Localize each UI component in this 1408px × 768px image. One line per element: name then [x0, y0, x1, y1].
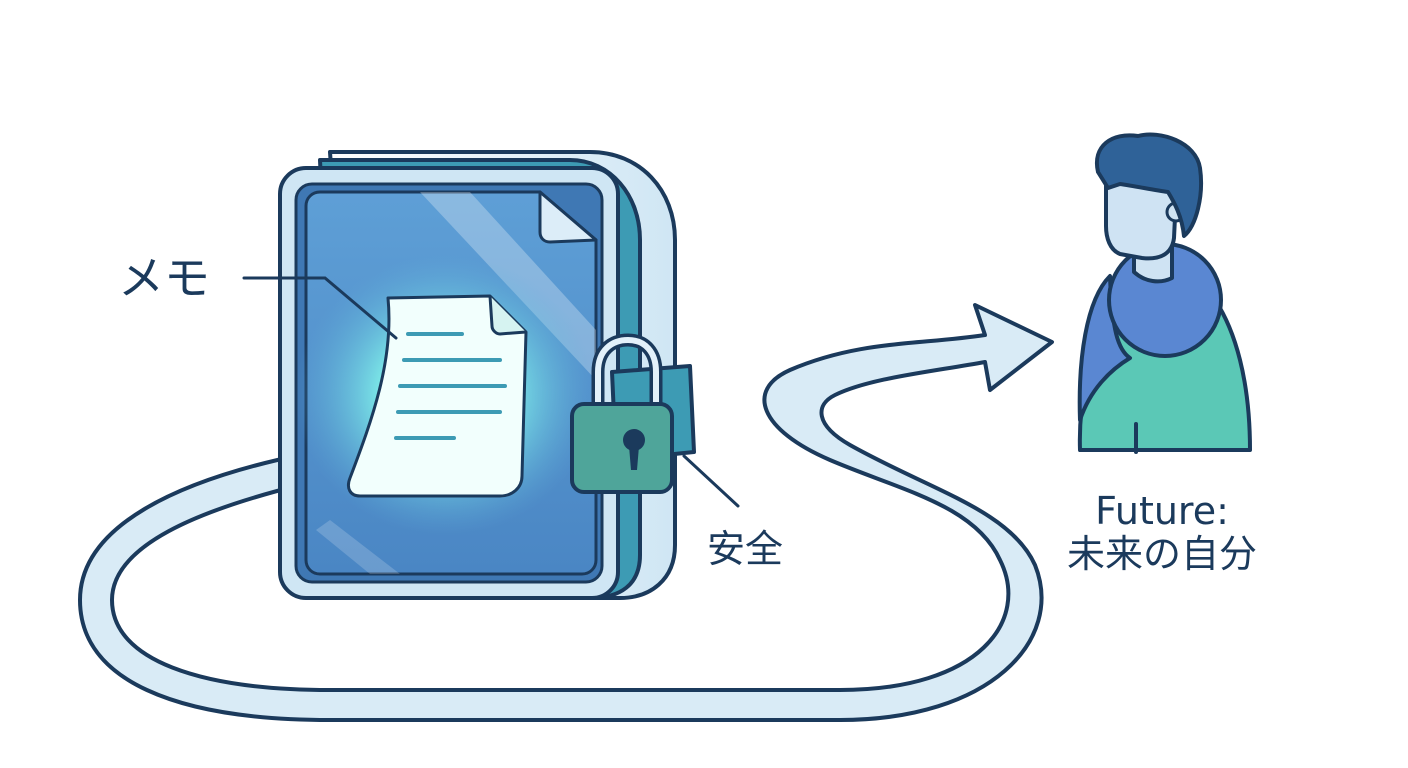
- memo-document-icon: [295, 255, 595, 535]
- secure-label: 安全: [707, 527, 784, 571]
- padlock-icon: [570, 333, 696, 494]
- future-label-line2: 未来の自分: [1066, 531, 1257, 576]
- future-self-label: Future: 未来の自分: [1042, 490, 1282, 575]
- future-label-line1: Future:: [1095, 489, 1229, 533]
- future-self-person-icon: [1077, 132, 1252, 454]
- memo-label: メモ: [118, 251, 210, 305]
- journey-arrow-icon: [78, 303, 1054, 722]
- secure-leader-line: [682, 454, 740, 508]
- leader-lines: [242, 276, 740, 508]
- memo-leader-line: [242, 276, 398, 340]
